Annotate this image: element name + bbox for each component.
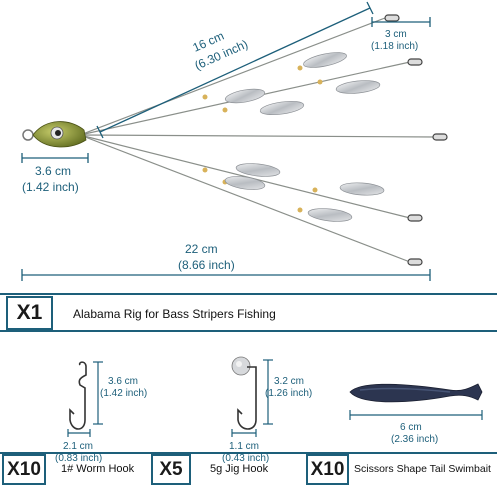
jig-hook-height-cm: 3.2 cm [274,376,304,387]
bottom-row-divider [0,452,497,454]
worm-hook-width-dimension [67,429,91,437]
total-length-in: (8.66 inch) [178,258,235,272]
snap-swivels [384,14,448,266]
swimbait-length-cm: 6 cm [400,422,422,433]
worm-hook [69,361,87,430]
total-length-cm: 22 cm [185,242,218,256]
head-length-cm: 3.6 cm [35,164,71,178]
jig-hook-label: 5g Jig Hook [210,463,269,475]
blade-8 [307,208,353,222]
worm-hook-label: 1# Worm Hook [61,463,135,475]
worm-hook-height-cm: 3.6 cm [108,376,138,387]
jig-hook-width-dimension [231,429,257,437]
jig-hook [231,356,257,430]
blade-7 [339,182,385,196]
worm-hook-width-cm: 2.1 cm [63,441,93,452]
swimbait [349,383,483,403]
fish-head [22,121,87,148]
blade-3 [224,88,266,104]
worm-hook-height-in: (1.42 inch) [100,388,147,399]
blade-2 [335,80,381,94]
arm-length-dimension [96,1,374,139]
accessories-illustration: 3.6 cm (1.42 inch) 2.1 cm (0.83 inch) 3.… [55,356,483,464]
worm-hook-quantity: X10 [2,454,46,485]
main-item-label: Alabama Rig for Bass Stripers Fishing [73,307,276,321]
jig-hook-width-in: (0.43 inch) [222,453,269,464]
worm-hook-height-dimension [93,361,103,425]
jig-hook-height-in: (1.26 inch) [265,388,312,399]
jig-hook-quantity: X5 [151,454,191,485]
beads [202,65,323,213]
swimbait-label: Scissors Shape Tail Swimbait [354,463,491,475]
head-length-in: (1.42 inch) [22,180,79,194]
worm-hook-width-in: (0.83 inch) [55,453,102,464]
blade-4 [259,100,305,116]
head-length-dimension [21,153,89,163]
rig-wires [79,17,436,263]
main-item-quantity: X1 [6,296,53,330]
swimbait-quantity: X10 [306,454,349,485]
total-length-dimension [21,269,431,281]
main-row-divider [0,293,497,295]
blade-6 [224,176,266,190]
jig-hook-height-dimension [263,359,273,425]
blade-1 [303,52,347,68]
snap-length-dimension [371,17,431,27]
alabama-rig-illustration: 16 cm (6.30 inch) 3 cm (1.18 inch) 3.6 c… [21,1,448,281]
snap-length-cm: 3 cm [385,29,407,40]
snap-length-in: (1.18 inch) [371,41,418,52]
main-row-bottom-divider [0,330,497,332]
swimbait-length-in: (2.36 inch) [391,434,438,445]
blade-5 [235,163,281,177]
swimbait-length-dimension [349,410,483,420]
willow-blades [224,52,385,222]
jig-hook-width-cm: 1.1 cm [229,441,259,452]
